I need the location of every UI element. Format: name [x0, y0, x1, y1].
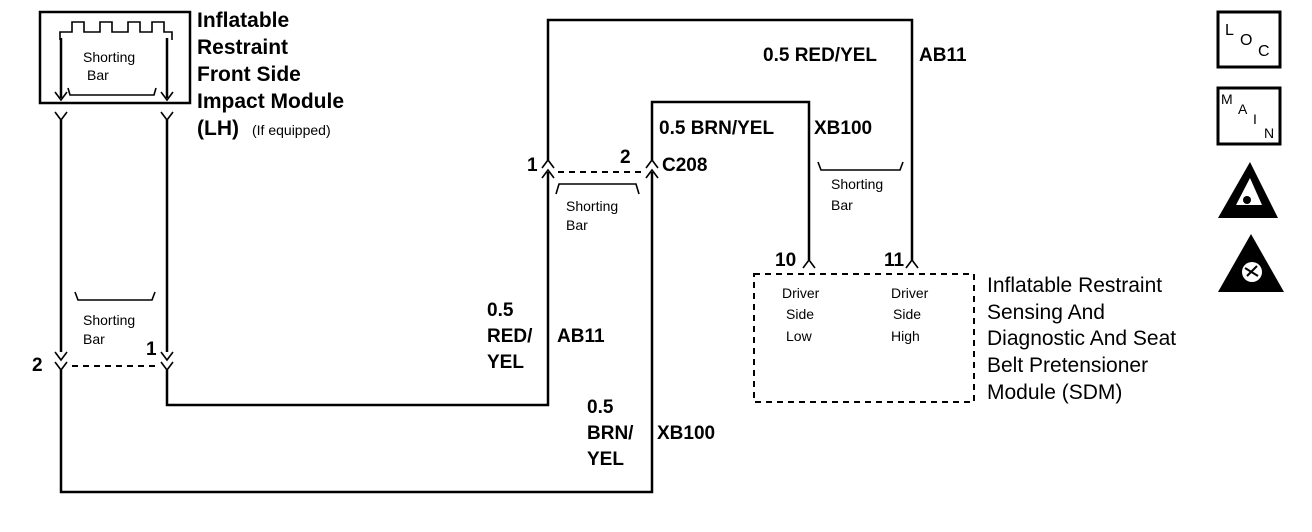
- brn-low-line-1: 0.5: [587, 397, 614, 418]
- brn-top-gauge-color: 0.5 BRN/YEL: [659, 118, 774, 139]
- red-mid-line-3: YEL: [487, 352, 524, 373]
- sdm-pin-11: 11: [884, 250, 905, 271]
- c208-shorting-label-1: Shorting: [566, 198, 618, 214]
- wire-brn-yel-lower: [59, 172, 654, 494]
- brn-low-circuit: XB100: [657, 423, 715, 444]
- sdm-pin10-label-1: Driver: [782, 285, 820, 301]
- svg-text:I: I: [1253, 111, 1257, 127]
- sdm-pin-10: 10: [775, 250, 796, 271]
- lh-connector-shorting-label-2: Bar: [83, 331, 105, 347]
- sdm-pin11-label-2: Side: [893, 306, 921, 322]
- wire-brn-yel-upper: [650, 100, 811, 260]
- sdm-title-4: Belt Pretensioner: [987, 354, 1148, 377]
- loc-icon: L O C: [1216, 10, 1282, 69]
- lh-module-title-1: Inflatable: [197, 9, 289, 32]
- lh-module-title-2: Restraint: [197, 36, 288, 59]
- svg-text:N: N: [1264, 125, 1274, 141]
- lh-module-if-equipped: (If equipped): [252, 122, 331, 138]
- esd-warning-icon: [1218, 162, 1278, 218]
- c208-shorting-label-2: Bar: [566, 217, 588, 233]
- sdm-pin11-label-1: Driver: [891, 285, 929, 301]
- c208-connector: Shorting Bar 1 2 C208: [527, 147, 707, 233]
- sdm-pin10-label-3: Low: [786, 328, 813, 344]
- lh-module-shorting-label-2: Bar: [87, 67, 109, 83]
- lh-connector-pin-1: 1: [146, 339, 157, 360]
- brn-low-line-3: YEL: [587, 449, 624, 470]
- sdm-shorting-label-2: Bar: [831, 197, 853, 213]
- wire-red-yel-upper: [546, 18, 914, 260]
- sdm-shorting-label-1: Shorting: [831, 176, 883, 192]
- lh-module-title-3: Front Side: [197, 63, 301, 86]
- red-mid-circuit: AB11: [557, 326, 605, 347]
- wire-red-yel-lower: [165, 172, 550, 407]
- airbag-warning-icon: [1218, 234, 1284, 292]
- sdm-title-5: Module (SDM): [987, 381, 1122, 404]
- svg-text:C: C: [1258, 43, 1270, 60]
- lh-module-title-4: Impact Module: [197, 90, 344, 113]
- c208-pin-2: 2: [620, 147, 631, 168]
- red-mid-line-1: 0.5: [487, 300, 514, 321]
- red-top-gauge-color: 0.5 RED/YEL: [763, 45, 877, 66]
- lh-connector-pin-2: 2: [32, 355, 43, 376]
- lh-module-shorting-label-1: Shorting: [83, 49, 135, 65]
- brn-top-circuit: XB100: [814, 118, 872, 139]
- c208-pin-1: 1: [527, 155, 538, 176]
- lh-module-lh: (LH): [197, 117, 239, 140]
- sdm-pin11-label-3: High: [891, 328, 920, 344]
- red-top-circuit: AB11: [919, 45, 967, 66]
- svg-text:M: M: [1221, 91, 1233, 107]
- brn-low-line-2: BRN/: [587, 423, 634, 444]
- sdm-title-1: Inflatable Restraint: [987, 274, 1162, 297]
- c208-name: C208: [662, 155, 707, 176]
- svg-text:O: O: [1240, 32, 1252, 49]
- sdm-title-2: Sensing And: [987, 301, 1105, 324]
- sdm-pin10-label-2: Side: [786, 306, 814, 322]
- svg-text:L: L: [1225, 22, 1234, 39]
- sdm-title-3: Diagnostic And Seat: [987, 327, 1176, 350]
- lh-impact-module: Shorting Bar: [38, 10, 192, 105]
- lh-connector: Shorting Bar 2 1: [32, 120, 174, 376]
- main-icon: M A I N: [1216, 86, 1282, 146]
- sdm-module: 10 11 Driver Side Low Driver Side High: [753, 250, 975, 403]
- lh-connector-shorting-label-1: Shorting: [83, 312, 135, 328]
- red-mid-line-2: RED/: [487, 326, 533, 347]
- svg-text:A: A: [1238, 101, 1248, 117]
